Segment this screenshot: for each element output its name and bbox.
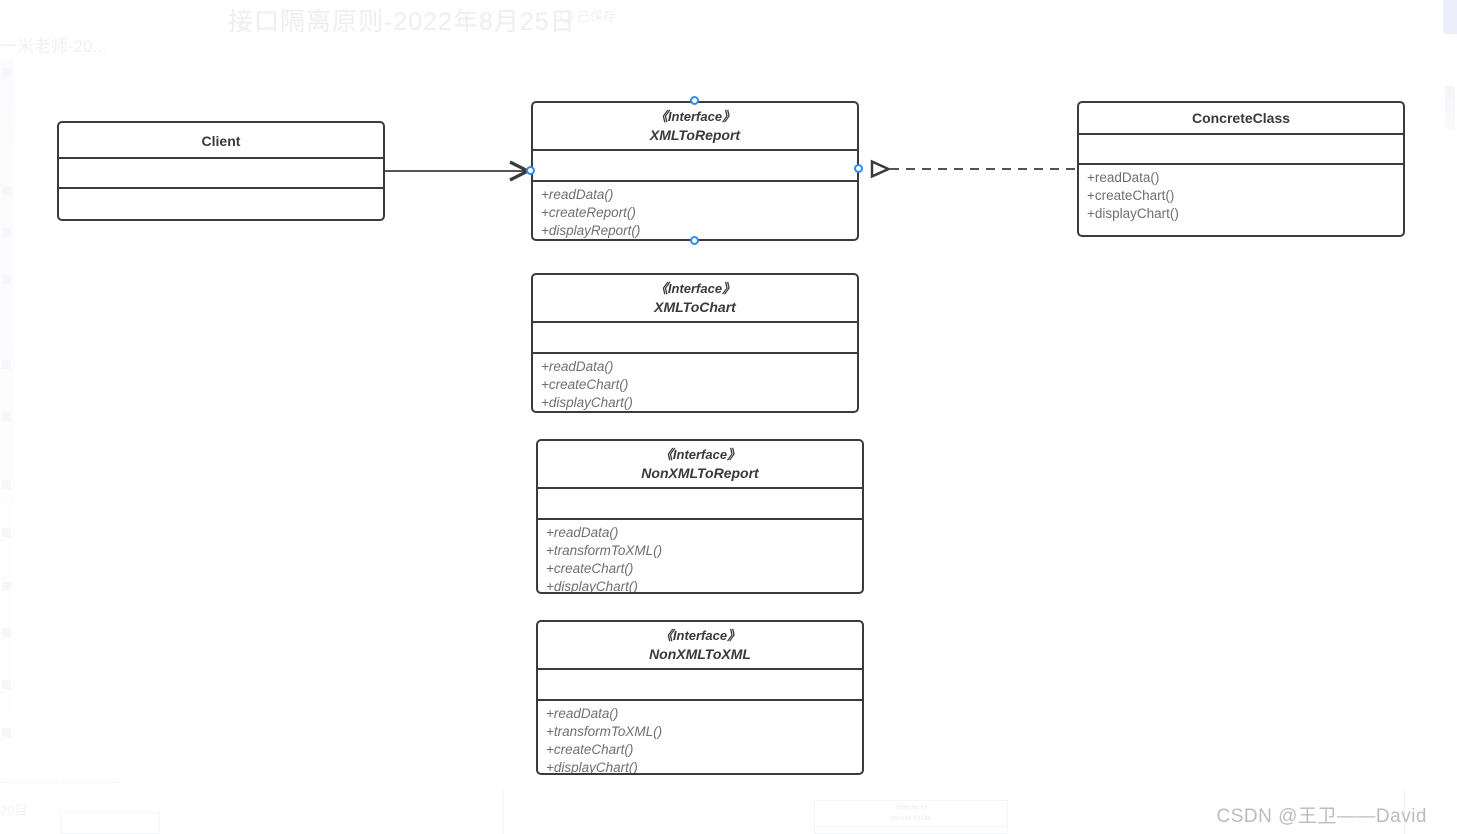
class-operations-concreteclass: +readData() +createChart() +displayChart… (1079, 163, 1403, 229)
class-name-label: NonXMLToReport (641, 465, 759, 481)
operation-row: +readData() (541, 187, 614, 202)
operation-row: +readData() (546, 706, 619, 721)
selection-handle-right[interactable] (854, 164, 863, 173)
class-attributes-nonxmltoxml (538, 668, 862, 699)
stereotype-label: 《Interface》 (654, 281, 736, 296)
class-operations-nonxmltoreport: +readData() +transformToXML() +createCha… (538, 518, 862, 594)
stereotype-label: 《Interface》 (659, 447, 741, 462)
bottom-divider-right (1404, 790, 1405, 834)
minimap-name: NonXMLToXML (889, 816, 933, 822)
class-name-label: NonXMLToXML (649, 646, 751, 662)
selection-handle-top[interactable] (690, 96, 699, 105)
operation-row: +displayChart() (546, 579, 638, 594)
minimap-stereotype: 《Interface》 (892, 805, 930, 811)
class-operations-client (59, 187, 383, 217)
class-title-xmltochart: 《Interface》 XMLToChart (533, 275, 857, 321)
class-title-xmltoreport: 《Interface》 XMLToReport (533, 103, 857, 149)
operation-row: +transformToXML() (546, 543, 663, 558)
operation-row: +createChart() (1087, 188, 1175, 203)
class-attributes-client (59, 157, 383, 187)
class-operations-xmltochart: +readData() +createChart() +displayChart… (533, 352, 857, 411)
class-title-concreteclass: ConcreteClass (1079, 103, 1403, 133)
class-attributes-xmltoreport (533, 149, 857, 180)
class-operations-xmltoreport: +readData() +createReport() +displayRepo… (533, 180, 857, 239)
class-operations-nonxmltoxml: +readData() +transformToXML() +createCha… (538, 699, 862, 775)
minimap-thumbnail: 《Interface》 NonXMLToXML (814, 800, 1008, 834)
operation-row: +createChart() (541, 377, 629, 392)
bottom-divider-left (503, 790, 504, 834)
class-title-nonxmltoxml: 《Interface》 NonXMLToXML (538, 622, 862, 668)
stereotype-label: 《Interface》 (659, 628, 741, 643)
uml-class-client[interactable]: Client (57, 121, 385, 221)
operation-row: +displayChart() (1087, 206, 1179, 221)
uml-class-concreteclass[interactable]: ConcreteClass +readData() +createChart()… (1077, 101, 1405, 237)
class-title-client: Client (59, 123, 383, 157)
class-attributes-xmltochart (533, 321, 857, 352)
operation-row: +readData() (1087, 170, 1160, 185)
uml-interface-xmltochart[interactable]: 《Interface》 XMLToChart +readData() +crea… (531, 273, 859, 413)
operation-row: +createChart() (546, 742, 634, 757)
operation-row: +readData() (546, 525, 619, 540)
class-name-label: XMLToChart (654, 299, 736, 315)
operation-row: +readData() (541, 359, 614, 374)
class-title-nonxmltoreport: 《Interface》 NonXMLToReport (538, 441, 862, 487)
selection-handle-left[interactable] (526, 166, 535, 175)
uml-interface-xmltoreport[interactable]: 《Interface》 XMLToReport +readData() +cre… (531, 101, 859, 241)
minimap-divider (815, 826, 1007, 827)
class-name-label: XMLToReport (649, 127, 741, 143)
csdn-watermark: CSDN @王卫——David (1216, 806, 1427, 827)
stereotype-label: 《Interface》 (654, 109, 736, 124)
class-attributes-nonxmltoreport (538, 487, 862, 518)
operation-row: +createChart() (546, 561, 634, 576)
operation-row: +createReport() (541, 205, 636, 220)
operation-row: +displayReport() (541, 223, 641, 238)
class-name-label: Client (201, 133, 241, 149)
class-attributes-concreteclass (1079, 133, 1403, 163)
uml-interface-nonxmltoxml[interactable]: 《Interface》 NonXMLToXML +readData() +tra… (536, 620, 864, 775)
operation-row: +displayChart() (541, 395, 633, 410)
right-toolbar-strip (1445, 86, 1455, 130)
operation-row: +displayChart() (546, 760, 638, 775)
operation-row: +transformToXML() (546, 724, 663, 739)
class-name-label: ConcreteClass (1191, 110, 1291, 126)
uml-interface-nonxmltoreport[interactable]: 《Interface》 NonXMLToReport +readData() +… (536, 439, 864, 594)
selection-handle-bottom[interactable] (690, 236, 699, 245)
right-panel-edge (1443, 0, 1457, 34)
